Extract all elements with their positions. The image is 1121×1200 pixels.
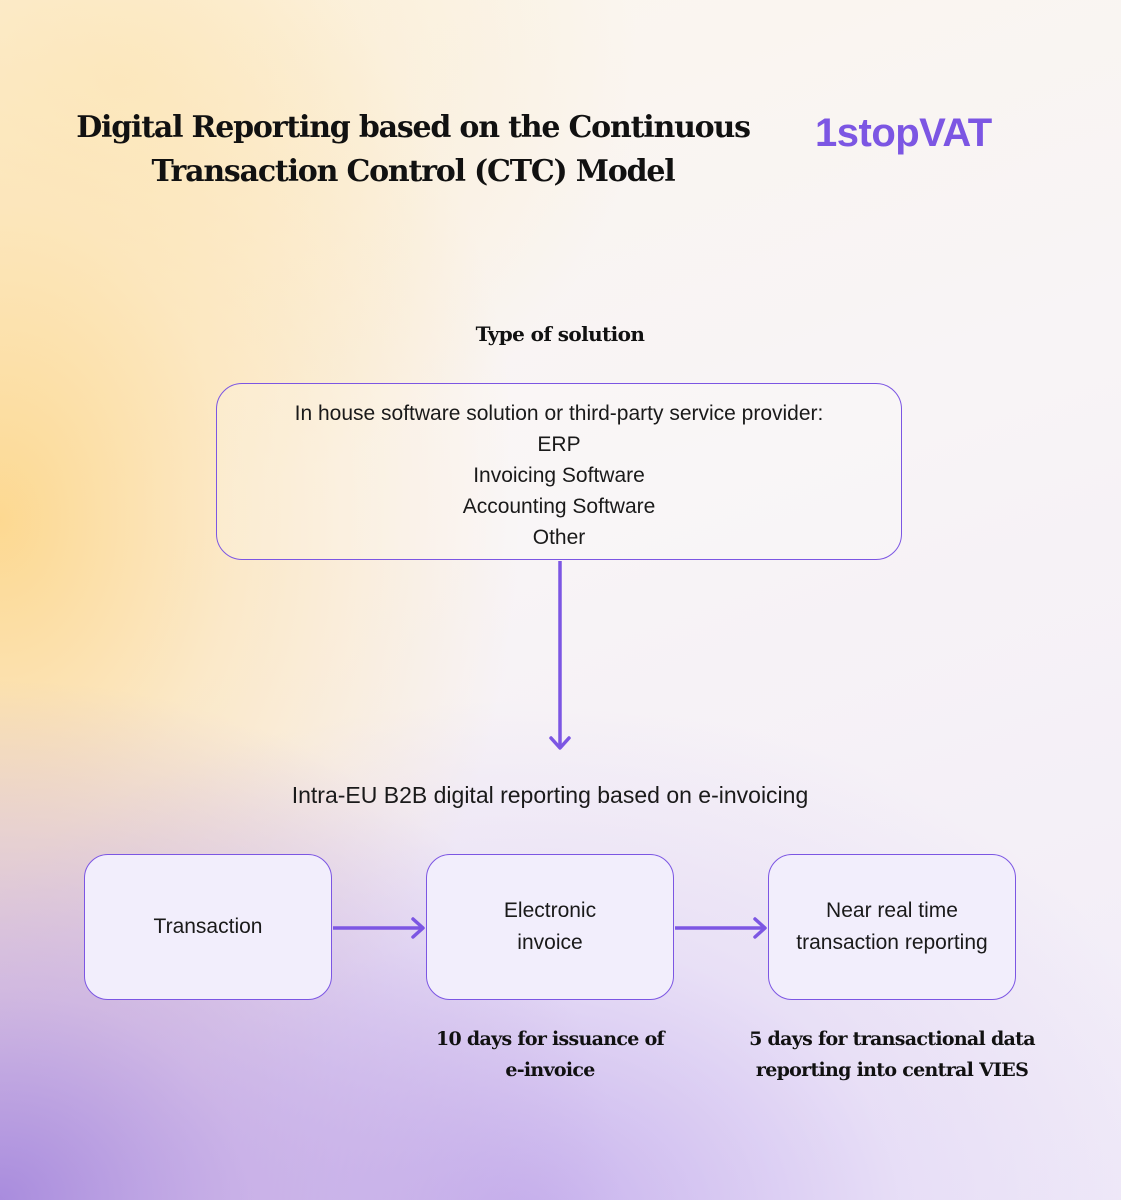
solution-option-accounting-software: Accounting Software <box>462 495 656 518</box>
solution-type-label: Type of solution <box>475 322 645 346</box>
step-reporting-label: Near real time transaction reporting <box>796 899 988 954</box>
solution-intro-line: In house software solution or third-part… <box>294 402 824 425</box>
reporting-model-label: Intra-EU B2B digital reporting based on … <box>291 782 809 808</box>
step-electronic-invoice-box: Electronic invoice <box>426 854 674 1000</box>
solution-option-other: Other <box>532 526 586 549</box>
brand-logo: 1stopVAT <box>815 111 992 155</box>
step-reporting-box: Near real time transaction reporting <box>768 854 1016 1000</box>
solution-option-erp: ERP <box>537 433 581 456</box>
solution-option-invoicing-software: Invoicing Software <box>473 464 645 487</box>
page-title: Digital Reporting based on the Continuou… <box>76 110 751 189</box>
step-electronic-invoice-label: Electronic invoice <box>503 899 597 954</box>
step-transaction-box: Transaction <box>84 854 332 1000</box>
reporting-deadline-note: 5 days for transactional data reporting … <box>749 1028 1035 1081</box>
step-transaction-label: Transaction <box>153 915 263 938</box>
invoice-deadline-note: 10 days for issuance of e-invoice <box>435 1028 665 1081</box>
solution-box: In house software solution or third-part… <box>216 383 902 560</box>
